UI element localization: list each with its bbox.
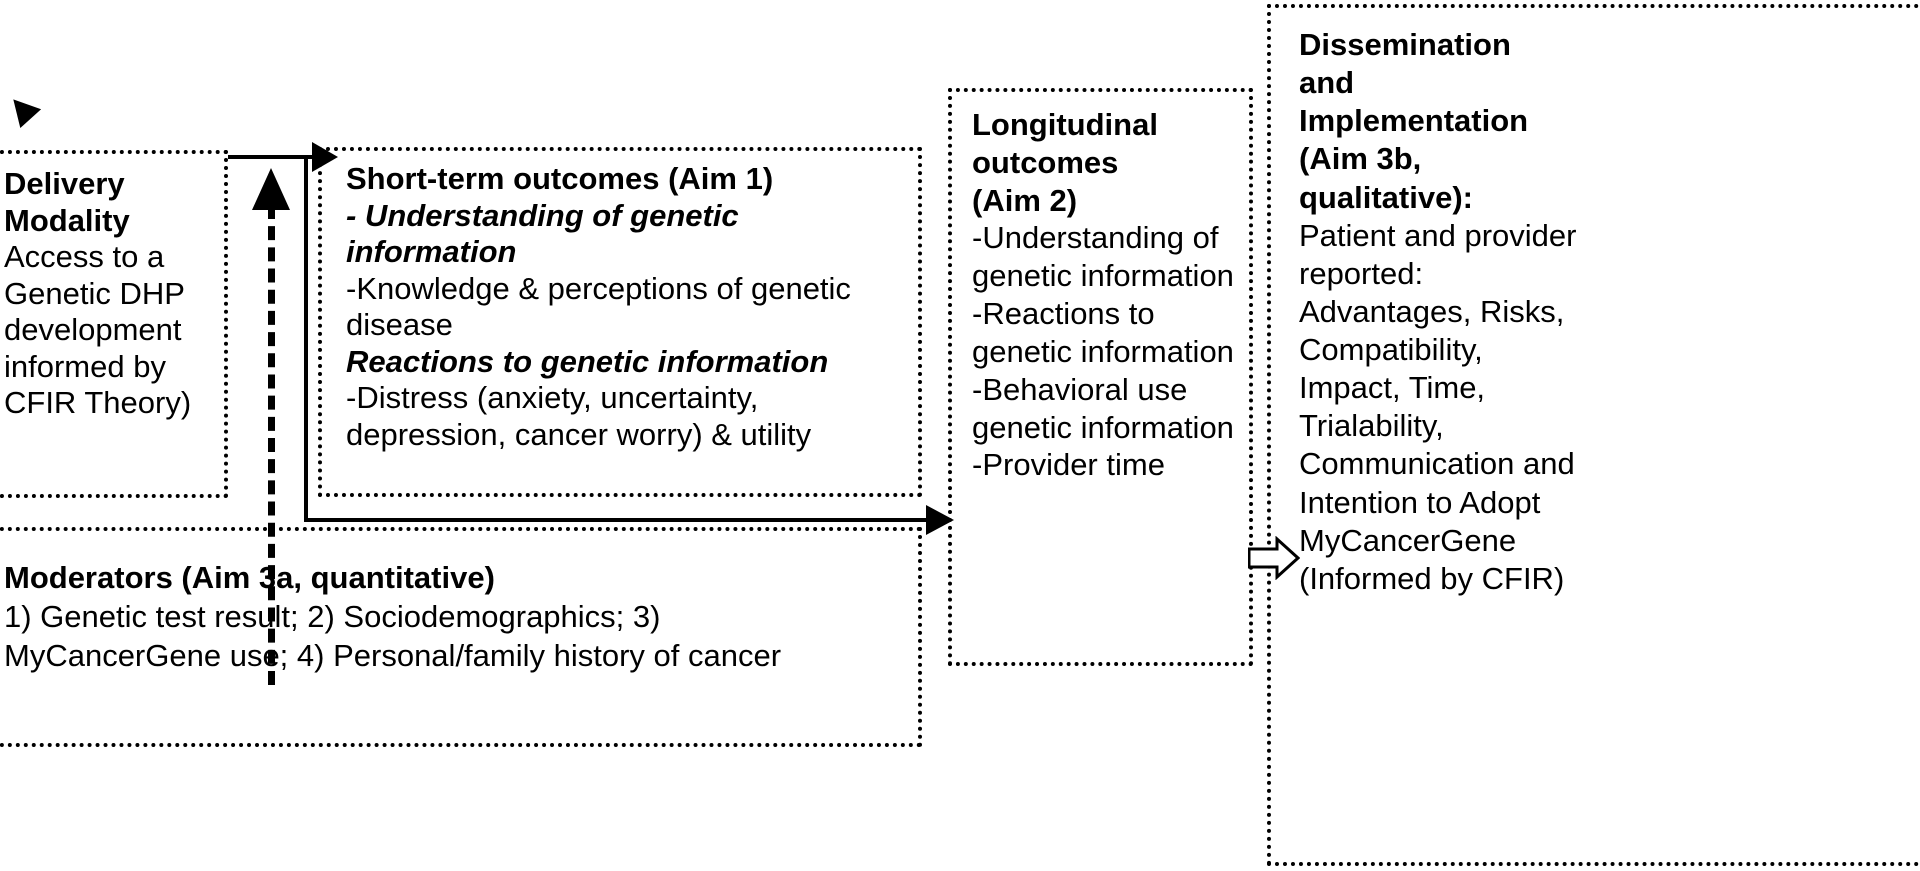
- dissemination-heading-line2: and: [1299, 65, 1355, 101]
- moderators-box: Moderators (Aim 3a, quantitative) 1) Gen…: [0, 527, 922, 747]
- delivery-heading-line1: Delivery: [4, 166, 125, 201]
- arrow-right-short-term-icon: [312, 142, 338, 172]
- dissemination-heading-line5: qualitative):: [1299, 179, 1473, 215]
- short-term-subheading-understanding: - Understanding of genetic information: [346, 197, 739, 270]
- longitudinal-heading-line1: Longitudinal: [972, 107, 1158, 142]
- short-term-heading: Short-term outcomes (Aim 1): [346, 161, 774, 196]
- dissemination-heading-line4: (Aim 3b,: [1299, 141, 1422, 177]
- longitudinal-outcomes-box: Longitudinal outcomes (Aim 2) -Understan…: [948, 88, 1253, 666]
- short-term-subheading-reactions: Reactions to genetic information: [346, 343, 829, 379]
- moderators-heading: Moderators (Aim 3a, quantitative): [4, 560, 495, 595]
- longitudinal-item-behavioral: -Behavioral use genetic information: [972, 371, 1234, 445]
- short-term-outcomes-box: Short-term outcomes (Aim 1) - Understand…: [318, 147, 922, 497]
- connector-line-vertical-short-term: [304, 155, 308, 522]
- moderators-line-2: MyCancerGene use; 4) Personal/family his…: [4, 637, 782, 673]
- short-term-outcomes-content: Short-term outcomes (Aim 1) - Understand…: [346, 161, 916, 454]
- delivery-heading-line2: Modality: [4, 202, 130, 238]
- block-arrow-to-dissemination-icon: [1247, 535, 1301, 581]
- delivery-body: Access to a Genetic DHP development info…: [4, 239, 192, 421]
- longitudinal-outcomes-content: Longitudinal outcomes (Aim 2) -Understan…: [972, 106, 1247, 484]
- longitudinal-heading-line3: (Aim 2): [972, 182, 1078, 218]
- connector-line-to-longitudinal: [304, 518, 944, 522]
- dissemination-content: Dissemination and Implementation (Aim 3b…: [1299, 26, 1579, 598]
- arrow-up-moderators-icon: [252, 168, 290, 210]
- arrow-top-left-icon: [2, 89, 42, 129]
- delivery-modality-content: Delivery Modality Access to a Genetic DH…: [4, 166, 224, 422]
- longitudinal-item-understanding: -Understanding of genetic information: [972, 220, 1234, 294]
- dissemination-implementation-box: Dissemination and Implementation (Aim 3b…: [1267, 4, 1920, 866]
- short-term-item-distress: -Distress (anxiety, uncertainty, depress…: [346, 380, 812, 453]
- moderators-content: Moderators (Aim 3a, quantitative) 1) Gen…: [4, 559, 914, 675]
- delivery-modality-box: Delivery Modality Access to a Genetic DH…: [0, 150, 228, 498]
- connector-line-to-short-term: [228, 155, 328, 159]
- connector-dashed-moderators: [268, 205, 275, 685]
- arrow-right-longitudinal-icon: [926, 505, 954, 535]
- longitudinal-heading-line2: outcomes: [972, 144, 1119, 180]
- dissemination-heading-line1: Dissemination: [1299, 27, 1511, 62]
- short-term-item-knowledge: -Knowledge & perceptions of genetic dise…: [346, 270, 851, 343]
- dissemination-body: Patient and provider reported: Advantage…: [1299, 217, 1577, 596]
- moderators-line-1: 1) Genetic test result; 2) Sociodemograp…: [4, 598, 661, 634]
- longitudinal-item-reactions: -Reactions to genetic information: [972, 296, 1234, 369]
- dissemination-heading-line3: Implementation: [1299, 103, 1529, 139]
- longitudinal-item-provider-time: -Provider time: [972, 447, 1165, 483]
